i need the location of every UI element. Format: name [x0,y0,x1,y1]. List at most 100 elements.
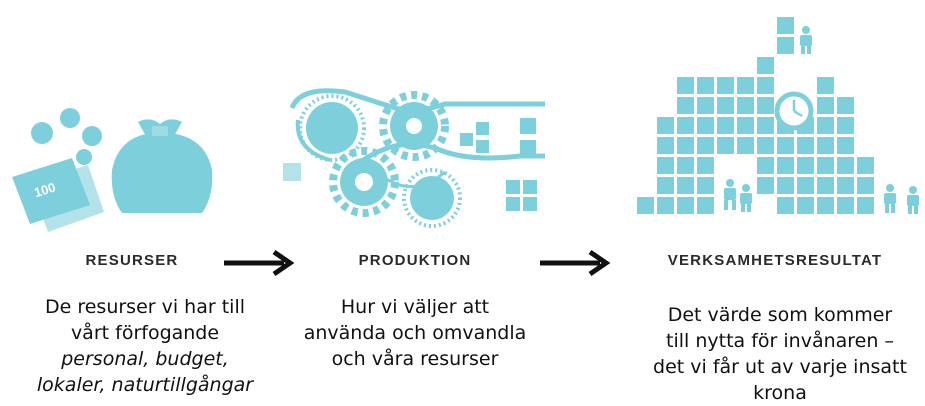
building-block [777,197,794,214]
person-icon [724,179,736,210]
building-block [717,97,734,114]
description-line: krona [753,382,807,404]
building-block [817,157,834,174]
building-block [837,117,854,134]
description-line: och våra resurser [331,348,499,370]
building-block [737,97,754,114]
description-line: Det värde som kommer [667,304,893,326]
results-figures [724,26,919,214]
building-block [657,137,674,154]
building-block [657,157,674,174]
gear-icon [379,91,449,161]
building-block [837,157,854,174]
gear-icon [329,147,399,217]
building-block [757,57,774,74]
building-block [697,157,714,174]
stage-description-results: Det värde som kommer till nytta för invå… [645,302,915,406]
coin-icon [31,108,102,165]
description-line-italic: lokaler, naturtillgångar [36,374,254,396]
stage-description-resources: De resurser vi har till vårt förfogande … [10,294,280,398]
building-block [697,197,714,214]
description-line-italic: personal, budget, [61,348,229,370]
person-icon [884,184,896,213]
building-block [677,157,694,174]
building-block [697,177,714,194]
production-illustration [283,88,545,228]
building-block [697,97,714,114]
building-block [837,137,854,154]
description-line: det vi får ut av varje insatt [653,356,907,378]
building-block [757,77,774,94]
building-block [737,77,754,94]
building-block [797,197,814,214]
stage-heading-resources: RESURSER [85,252,179,269]
building-block [857,197,874,214]
building-block [737,117,754,134]
person-icon [907,186,919,214]
building-block [817,77,834,94]
building-block [777,17,794,34]
description-line: De resurser vi har till [44,296,246,318]
arrow-right-icon [224,249,295,277]
building-block [697,137,714,154]
person-icon [740,184,752,212]
building-block [837,177,854,194]
money-bag-icon [111,119,213,213]
building-block [737,137,754,154]
building-block [757,137,774,154]
building-block [677,97,694,114]
building-block [757,97,774,114]
building-block [817,177,834,194]
building-block [857,177,874,194]
building-block [777,137,794,154]
building-block [797,177,814,194]
building-block [637,197,654,214]
building-block [797,157,814,174]
building-block [757,157,774,174]
building-block [817,137,834,154]
sun-gear-icon [298,94,366,162]
building-block [657,117,674,134]
building-block [657,197,674,214]
sun-gear-icon [402,168,462,228]
block-icons [460,118,537,211]
building-block [677,137,694,154]
building-block [817,197,834,214]
description-line: vårt förfogande [70,322,220,344]
resources-illustration: 100 [12,108,213,232]
building-block [777,177,794,194]
banknote-label: 100 [32,180,57,201]
building-block [677,197,694,214]
building-block [757,117,774,134]
description-line: Hur vi väljer att [340,296,490,318]
person-icon [800,26,812,54]
building-block [777,157,794,174]
banknote-icon: 100 [12,158,104,232]
building-block [657,177,674,194]
building-block [677,177,694,194]
building-block [717,77,734,94]
building-block [717,117,734,134]
building-block [777,37,794,54]
results-block-building [637,17,874,214]
building-block [757,177,774,194]
stage-heading-production: PRODUKTION [358,252,472,269]
building-block [817,117,834,134]
building-block [717,137,734,154]
arrow-right-icon [540,249,611,277]
building-block [857,157,874,174]
clock-icon [774,91,814,131]
stage-heading-results: VERKSAMHETSRESULTAT [667,252,883,269]
stage-description-production: Hur vi väljer att använda och omvandla o… [300,294,530,372]
description-line: till nytta för invånaren – [666,330,894,352]
building-block [677,117,694,134]
building-block [797,137,814,154]
building-block [697,117,714,134]
building-block [837,97,854,114]
building-block [817,97,834,114]
building-block [677,77,694,94]
building-block [837,197,854,214]
building-block [697,77,714,94]
description-line: använda och omvandla [303,322,527,344]
